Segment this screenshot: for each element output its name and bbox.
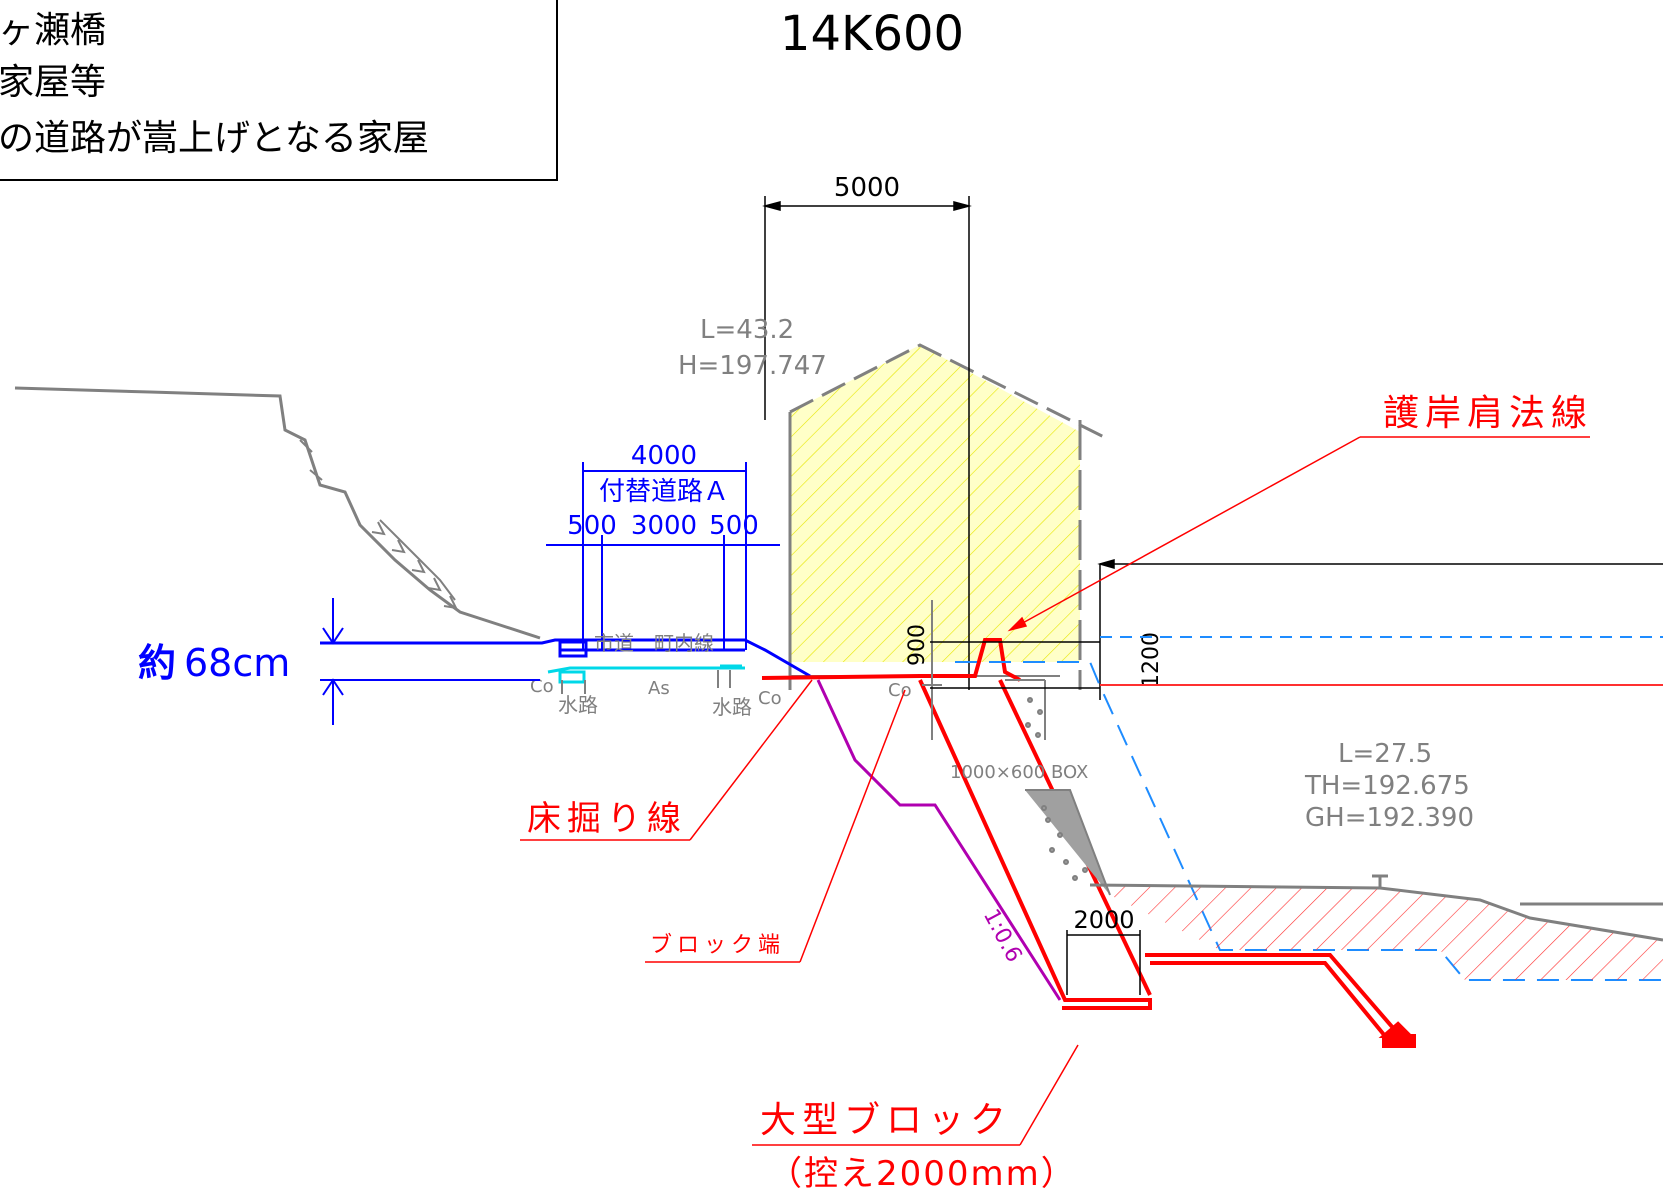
road-name-label: 付替道路Ａ bbox=[599, 477, 729, 507]
raise-dimensions bbox=[930, 559, 1663, 700]
leader-excavation bbox=[520, 679, 813, 841]
co-box-label: Co bbox=[888, 680, 912, 701]
co-left-label: Co bbox=[530, 676, 554, 697]
raise-prefix: 約 bbox=[138, 641, 176, 685]
bed-excavation-label: 床掘り線 bbox=[527, 799, 687, 839]
waterway-left-label: 水路 bbox=[558, 693, 598, 717]
large-block-label: 大型ブロック bbox=[760, 1100, 1012, 1141]
road-right-label: 500 bbox=[709, 511, 759, 541]
leader-large-block bbox=[752, 1044, 1079, 1146]
existing-road bbox=[547, 664, 745, 684]
leader-block-end bbox=[645, 689, 906, 963]
slope-line bbox=[816, 679, 1062, 1001]
raise-indicator bbox=[320, 598, 540, 725]
excavation-line bbox=[761, 638, 1021, 682]
co-mid-label: Co bbox=[758, 688, 782, 709]
box-culvert bbox=[922, 600, 942, 740]
road-center-label: 3000 bbox=[631, 511, 697, 541]
road-drain-marks bbox=[561, 670, 731, 694]
hillside-marks bbox=[299, 439, 458, 610]
as-label: As bbox=[648, 678, 670, 699]
road-total-label: 4000 bbox=[631, 441, 697, 471]
road-left-label: 500 bbox=[567, 511, 617, 541]
dimension-block-width bbox=[1066, 930, 1141, 995]
hillside-ground bbox=[14, 386, 541, 640]
block-width-label: 2000 bbox=[1073, 906, 1134, 934]
road-line-label: 市道 町内線 bbox=[594, 631, 714, 655]
legend-line-1: ヶ瀬橋 bbox=[0, 10, 106, 51]
box-label: 1000×600 BOX bbox=[950, 762, 1088, 783]
waterway-right-label: 水路 bbox=[712, 695, 752, 719]
large-block-wall bbox=[918, 679, 1416, 1048]
raised-road bbox=[320, 638, 811, 678]
leader-revetment bbox=[1007, 436, 1590, 632]
section-title: 14K600 bbox=[780, 6, 964, 62]
block-end-label: ブロック端 bbox=[650, 933, 785, 958]
dimension-house-width bbox=[762, 196, 972, 690]
house-width-label: 5000 bbox=[834, 173, 900, 203]
river-l-label: L=27.5 bbox=[1338, 739, 1432, 769]
house-l-label: L=43.2 bbox=[700, 315, 794, 345]
raise-value: 68cm bbox=[184, 641, 290, 685]
house-h-label: H=197.747 bbox=[678, 351, 827, 381]
riverbed-ground bbox=[1089, 874, 1663, 980]
legend-box: ヶ瀬橋 家屋等 の道路が嵩上げとなる家屋 bbox=[0, 0, 558, 181]
revetment-label: 護岸肩法線 bbox=[1383, 393, 1593, 434]
legend-line-2: 家屋等 bbox=[0, 62, 106, 103]
river-gh-label: GH=192.390 bbox=[1305, 803, 1474, 833]
backfill bbox=[1005, 679, 1111, 896]
road-dimensions bbox=[546, 462, 780, 650]
house bbox=[788, 343, 1111, 690]
legend-line-3: の道路が嵩上げとなる家屋 bbox=[0, 118, 429, 159]
raise-left-dim: 900 bbox=[905, 624, 930, 666]
river-th-label: TH=192.675 bbox=[1304, 771, 1470, 801]
large-block-sub-label: （控え2000mm） bbox=[768, 1154, 1077, 1194]
raise-right-dim: 1200 bbox=[1139, 632, 1164, 688]
